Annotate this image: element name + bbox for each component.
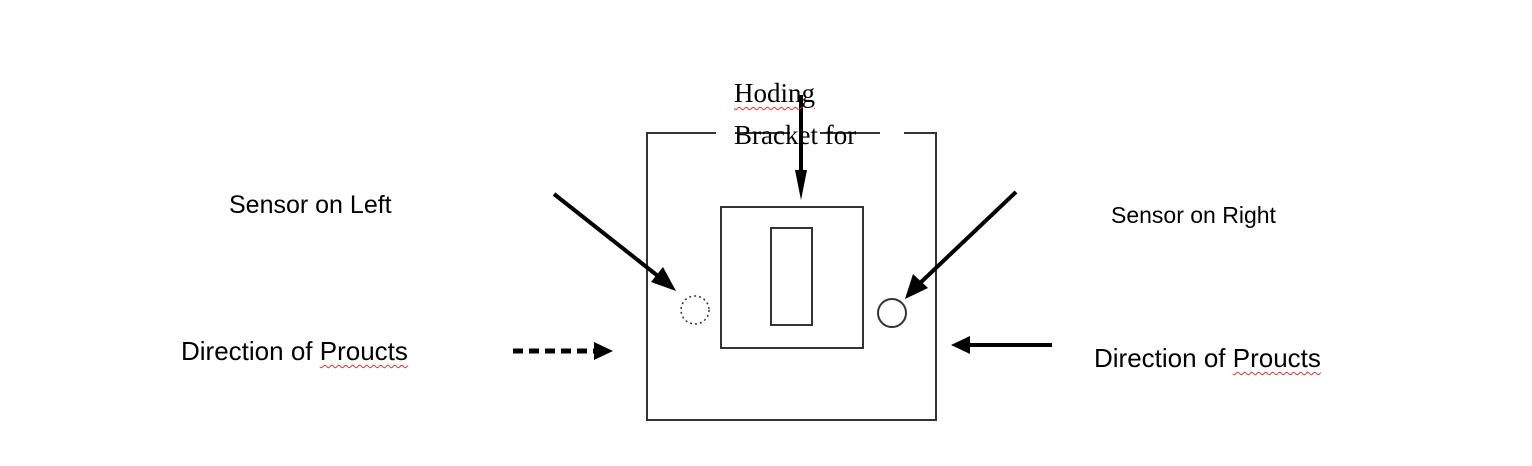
direction-left-arrowhead [594, 342, 613, 360]
sensor-right-arrowhead [905, 274, 928, 299]
direction-left-prefix: Direction of [181, 336, 320, 366]
holding-bracket-frame [720, 206, 864, 349]
right-sensor-circle [877, 298, 907, 328]
sensor-right-label: Sensor on Right [1111, 202, 1276, 228]
bracket-label-line1: Hoding [734, 78, 815, 108]
sensor-left-arrowhead [651, 267, 676, 291]
direction-right-arrowhead [951, 336, 970, 354]
sensor-right-arrow [916, 190, 1018, 287]
sensor-left-label: Sensor on Left [229, 191, 392, 219]
sensor-left-arrow [552, 192, 665, 282]
bracket-label-line2: Bracket for [734, 120, 857, 150]
outer-frame [646, 132, 937, 421]
direction-left-label: Direction of Proucts [181, 338, 408, 364]
direction-right-label: Direction of Proucts [1094, 345, 1321, 371]
product-slot [770, 227, 813, 326]
left-sensor-circle [680, 295, 710, 325]
bracket-arrowhead [795, 170, 807, 200]
direction-right-word: Proucts [1232, 343, 1321, 373]
direction-left-word: Proucts [319, 336, 408, 366]
direction-right-prefix: Direction of [1094, 343, 1233, 373]
